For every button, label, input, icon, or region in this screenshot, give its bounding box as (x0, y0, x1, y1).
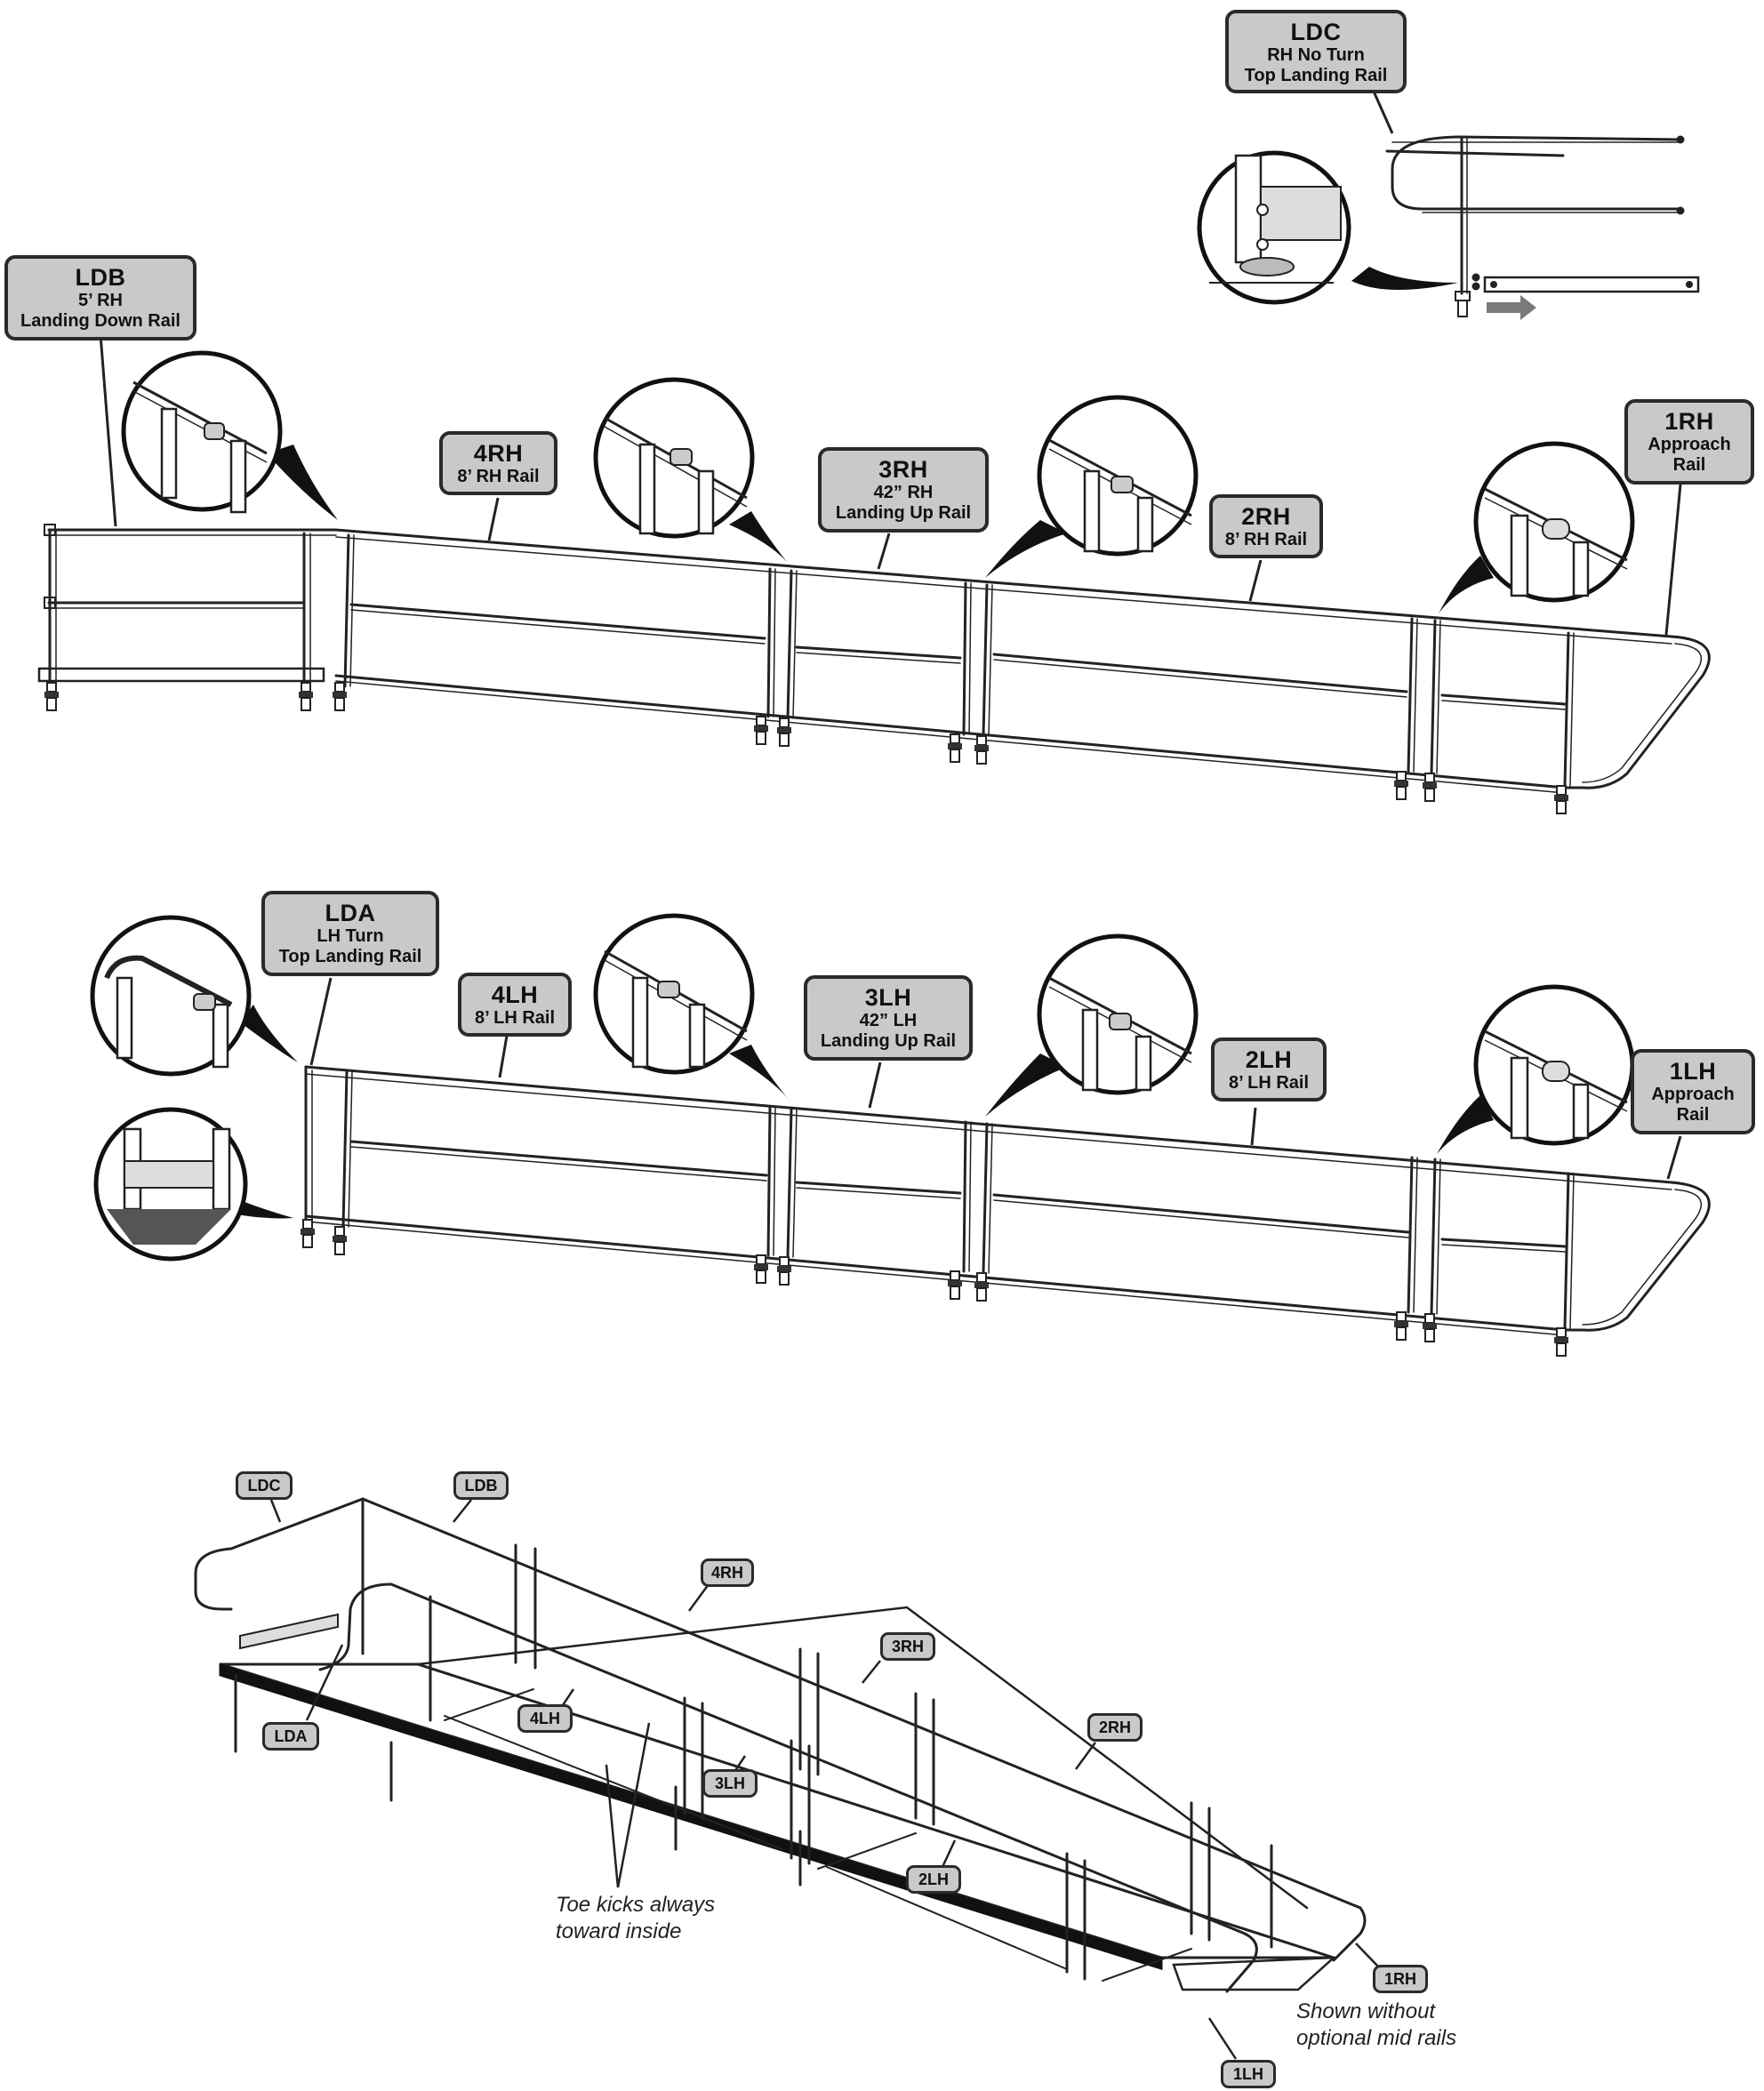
callout-3rh-line2: Landing Up Rail (835, 502, 972, 523)
ldc-rail-drawing (1385, 135, 1700, 317)
tag-2lh: 2LH (906, 1865, 961, 1894)
iso-ldc-return (194, 1547, 233, 1611)
rh1-mid-rail (1440, 693, 1567, 706)
note-mid-rails-line1: Shown without (1296, 1999, 1436, 2023)
callout-1lh-code: 1LH (1669, 1058, 1717, 1085)
callout-ldc-line2: Top Landing Rail (1244, 65, 1388, 85)
callout-1rh-line1: Approach (1648, 435, 1731, 455)
rh-detail-magnifiers (121, 350, 1635, 613)
callout-2rh-code: 2RH (1241, 503, 1291, 530)
ldc-toe-kick (1483, 276, 1700, 293)
lh-top-rail (304, 1065, 1673, 1184)
rh-rail-feet (44, 682, 1569, 814)
rh-rail-run (37, 524, 1711, 794)
rh4-mid-rail (349, 603, 766, 640)
ldb-toe-kick (37, 667, 325, 683)
tag-1lh: 1LH (1221, 2060, 1276, 2088)
note-mid-rails: Shown without optional mid rails (1296, 1999, 1456, 2052)
callout-ldc: LDC RH No Turn Top Landing Rail (1225, 10, 1407, 93)
callout-4lh-line1: 8’ LH Rail (474, 1008, 556, 1029)
approach-plate (1172, 1956, 1337, 1991)
rh-bottom-rail (334, 674, 1567, 789)
callout-2lh-line1: 8’ LH Rail (1228, 1073, 1310, 1094)
rh-top-rail (334, 528, 1673, 638)
callout-ldb: LDB 5’ RH Landing Down Rail (4, 255, 196, 340)
callout-3lh-line2: Landing Up Rail (820, 1030, 957, 1051)
tag-1rh: 1RH (1373, 1965, 1428, 1993)
callout-3lh-line1: 42” LH (859, 1011, 918, 1031)
rh1-approach-return (1563, 635, 1711, 789)
callout-2lh: 2LH 8’ LH Rail (1211, 1037, 1327, 1102)
ldc-top-rail (1385, 149, 1565, 157)
callout-3rh: 3RH 42” RH Landing Up Rail (818, 447, 989, 533)
note-toe-kicks-line2: toward inside (556, 1919, 682, 1943)
callout-lda-line1: LH Turn (317, 926, 384, 947)
callout-ldb-code: LDB (75, 264, 126, 291)
ldc-return-loop (1391, 135, 1682, 211)
iso-leader-lines (269, 1499, 1379, 2060)
lh2-mid-rail (992, 1193, 1410, 1234)
lh3-mid-rail (795, 1181, 962, 1195)
direction-arrow-icon (1487, 295, 1536, 320)
tag-4rh: 4RH (701, 1558, 754, 1587)
callout-4rh: 4RH 8’ RH Rail (439, 431, 557, 495)
callout-1lh-line2: Rail (1676, 1104, 1710, 1125)
callout-ldc-line1: RH No Turn (1267, 45, 1365, 66)
rh-leader-lines (99, 333, 1682, 636)
assembled-ramp-drawing (194, 1497, 1367, 1993)
callout-1lh: 1LH Approach Rail (1631, 1049, 1755, 1134)
callout-2rh: 2RH 8’ RH Rail (1209, 494, 1323, 558)
callout-3rh-line1: 42” RH (873, 483, 934, 503)
tag-3rh: 3RH (880, 1632, 935, 1661)
callout-lda: LDA LH Turn Top Landing Rail (261, 891, 439, 976)
tag-2rh: 2RH (1087, 1713, 1143, 1742)
lh-rail-feet (300, 1219, 1569, 1357)
callout-1lh-line1: Approach (1651, 1085, 1735, 1105)
rh3-mid-rail (795, 645, 962, 660)
callout-4lh: 4LH 8’ LH Rail (458, 973, 572, 1037)
iso-lh-top-rail (389, 1582, 1247, 1935)
callout-1rh-line2: Rail (1672, 454, 1706, 475)
note-toe-kicks: Toe kicks always toward inside (556, 1892, 715, 1945)
callout-3lh: 3LH 42” LH Landing Up Rail (804, 975, 973, 1061)
callout-2rh-line1: 8’ RH Rail (1224, 530, 1308, 550)
lh-rail-run (304, 1065, 1711, 1336)
ramp-deck (220, 1662, 1335, 1959)
lh-detail-magnifiers (90, 913, 1635, 1262)
callout-lda-code: LDA (325, 900, 376, 926)
tag-lda: LDA (262, 1722, 319, 1751)
callout-ldb-line2: Landing Down Rail (20, 310, 180, 331)
tag-ldb: LDB (453, 1471, 509, 1500)
callout-2lh-code: 2LH (1245, 1046, 1293, 1073)
note-mid-rails-line2: optional mid rails (1296, 2026, 1457, 2050)
tag-ldc: LDC (236, 1471, 293, 1500)
rh2-mid-rail (992, 653, 1408, 693)
tag-3lh: 3LH (702, 1769, 758, 1798)
callout-1rh: 1RH Approach Rail (1624, 399, 1754, 485)
lh-leader-lines (309, 977, 1682, 1180)
callout-ldc-code: LDC (1290, 19, 1342, 45)
callout-3lh-code: 3LH (864, 984, 912, 1011)
lh1-approach-return (1563, 1181, 1711, 1332)
callout-3rh-code: 3RH (878, 456, 928, 483)
ldc-leader-line (1369, 84, 1394, 134)
ldc-detail-magnifier (1197, 150, 1458, 305)
callout-1rh-code: 1RH (1664, 408, 1714, 435)
callout-4lh-code: 4LH (491, 981, 539, 1008)
lh4-mid-rail (349, 1140, 768, 1177)
callout-lda-line2: Top Landing Rail (278, 946, 422, 966)
tag-4lh: 4LH (517, 1704, 573, 1733)
callout-4rh-code: 4RH (473, 440, 524, 467)
callout-ldb-line1: 5’ RH (77, 291, 124, 311)
note-toe-kicks-line1: Toe kicks always (556, 1893, 716, 1917)
lh1-mid-rail (1440, 1238, 1567, 1248)
callout-4rh-line1: 8’ RH Rail (457, 467, 540, 487)
lh-bottom-rail (304, 1214, 1567, 1332)
